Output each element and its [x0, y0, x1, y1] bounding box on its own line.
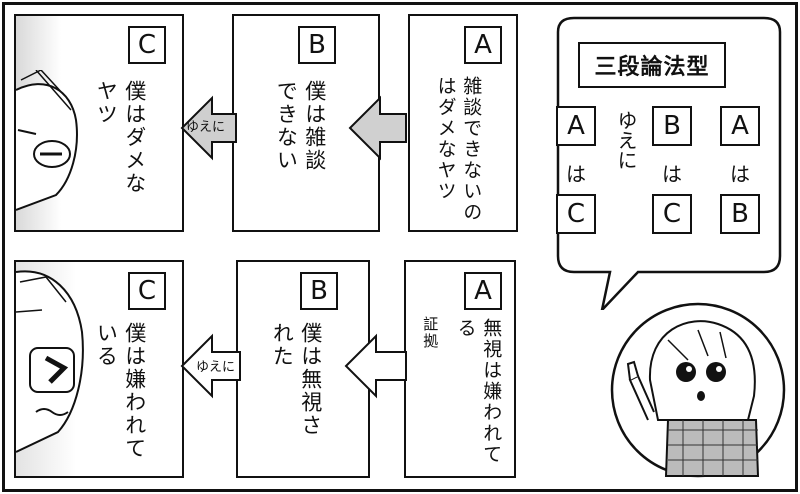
row2-badge-a: A [464, 272, 502, 310]
row1-text-a: 雑談できないのはダメなヤツ [434, 76, 483, 223]
row1-character-face [16, 70, 78, 211]
row2-arrow-b-to-c [180, 333, 241, 399]
bubble-col3-wa: は [730, 162, 750, 186]
bubble-col3-bottom: B [720, 194, 760, 234]
bubble-col2-top: B [652, 106, 692, 146]
row2-badge-b: B [300, 272, 338, 310]
row2-side-note: 証拠 [421, 316, 440, 350]
row2-text-b: 僕は無視された [270, 322, 323, 437]
bubble-yueni: ゆえに [614, 110, 638, 170]
speech-bubble [556, 16, 782, 310]
row2-text-a: 無視は嫌われてる [454, 318, 503, 465]
row2-arrow-a-to-b [344, 333, 407, 399]
bubble-col2-wa: は [662, 162, 682, 186]
row2-yueni: ゆえに [196, 360, 236, 375]
row1-badge-c: C [128, 26, 166, 64]
row1-badge-b: B [298, 26, 336, 64]
row2-text-c: 僕は嫌われている [94, 322, 147, 460]
row1-text-b: 僕は雑談できない [274, 80, 327, 172]
row2-badge-c: C [128, 272, 166, 310]
bubble-col1-bottom: C [556, 194, 596, 234]
row1-box-a [408, 14, 518, 232]
bubble-col1-top: A [556, 106, 596, 146]
narrator-character [610, 302, 786, 478]
row1-yueni: ゆえに [186, 120, 226, 135]
bubble-col1-wa: は [566, 162, 586, 186]
bubble-title: 三段論法型 [578, 42, 726, 88]
bubble-col3-top: A [720, 106, 760, 146]
row1-arrow-b-to-c [180, 95, 237, 161]
row1-badge-a: A [464, 26, 502, 64]
row2-box-a [404, 260, 516, 478]
bubble-col2-bottom: C [652, 194, 692, 234]
row1-text-c: 僕はダメなヤツ [94, 80, 147, 195]
row2-character-face [16, 270, 84, 453]
row1-arrow-a-to-b [348, 95, 407, 161]
